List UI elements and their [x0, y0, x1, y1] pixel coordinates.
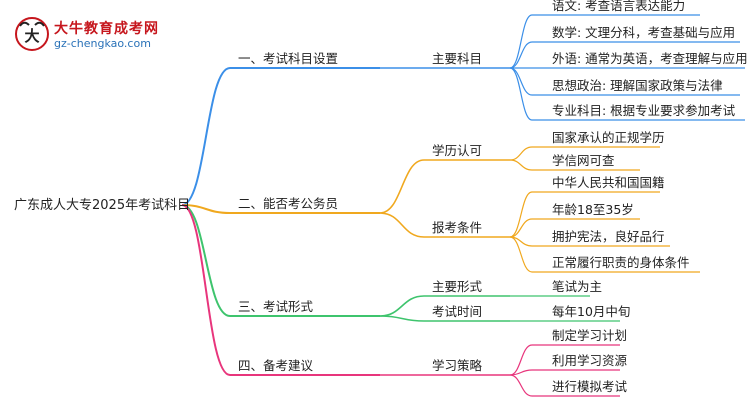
branch-node: 三、考试形式 [238, 299, 314, 314]
group-edge [379, 315, 425, 322]
branch-edge [181, 67, 231, 206]
branch-edge [181, 204, 231, 214]
leaf-edge [509, 369, 533, 376]
leaf-node: 利用学习资源 [552, 353, 628, 368]
branch-node: 二、能否考公务员 [238, 196, 339, 211]
leaf-node: 数学: 文理分科，考查基础与应用 [552, 25, 736, 40]
leaf-edge [509, 191, 533, 238]
group-edge [379, 212, 425, 238]
leaf-edge [509, 14, 533, 69]
brand-url[interactable]: gz-chengkao.com [54, 37, 151, 50]
group-edge [379, 295, 425, 317]
branch-edge [181, 204, 231, 376]
leaf-edge [509, 159, 533, 171]
leaf-edge [509, 41, 533, 69]
group-edge [379, 159, 425, 214]
group-node: 考试时间 [432, 304, 483, 319]
leaf-edge [509, 236, 533, 273]
branch-node: 四、备考建议 [238, 358, 314, 373]
leaf-node: 语文: 考查语言表达能力 [552, 0, 686, 13]
leaf-node: 专业科目: 根据专业要求参加考试 [552, 103, 736, 118]
group-node: 主要形式 [432, 279, 483, 294]
leaf-node: 笔试为主 [552, 279, 603, 294]
leaf-node: 中华人民共和国国籍 [552, 175, 665, 190]
root-node: 广东成人大专2025年考试科目 [14, 198, 191, 213]
leaf-edge [509, 67, 533, 121]
group-node: 主要科目 [432, 51, 483, 66]
branch-edge [181, 204, 231, 317]
leaf-edge [509, 374, 533, 397]
group-node: 报考条件 [432, 220, 483, 235]
brand-logo[interactable]: 大 大牛教育成考网 gz-chengkao.com [14, 16, 254, 56]
leaf-node: 思想政治: 理解国家政策与法律 [552, 78, 723, 93]
bull-logo-icon: 大 [15, 17, 49, 51]
leaf-node: 年龄18至35岁 [552, 202, 634, 217]
leaf-edge [509, 146, 533, 161]
leaf-node: 学信网可查 [552, 153, 615, 168]
brand-name: 大牛教育成考网 [54, 21, 159, 37]
group-node: 学历认可 [432, 143, 483, 158]
leaf-edge [509, 218, 533, 238]
branch-node: 一、考试科目设置 [238, 51, 339, 66]
leaf-node: 进行模拟考试 [552, 379, 628, 394]
leaf-node: 拥护宪法，良好品行 [552, 229, 665, 244]
leaf-node: 国家承认的正规学历 [552, 130, 665, 145]
leaf-edge [509, 344, 533, 376]
leaf-node: 每年10月中旬 [552, 304, 631, 319]
leaf-node: 制定学习计划 [552, 328, 628, 343]
logo-mark-char: 大 [24, 27, 39, 45]
leaf-node: 正常履行职责的身体条件 [552, 255, 690, 270]
leaf-node: 外语: 通常为英语，考查理解与应用 [552, 51, 748, 66]
group-node: 学习策略 [432, 358, 483, 373]
leaf-edge [509, 67, 533, 96]
